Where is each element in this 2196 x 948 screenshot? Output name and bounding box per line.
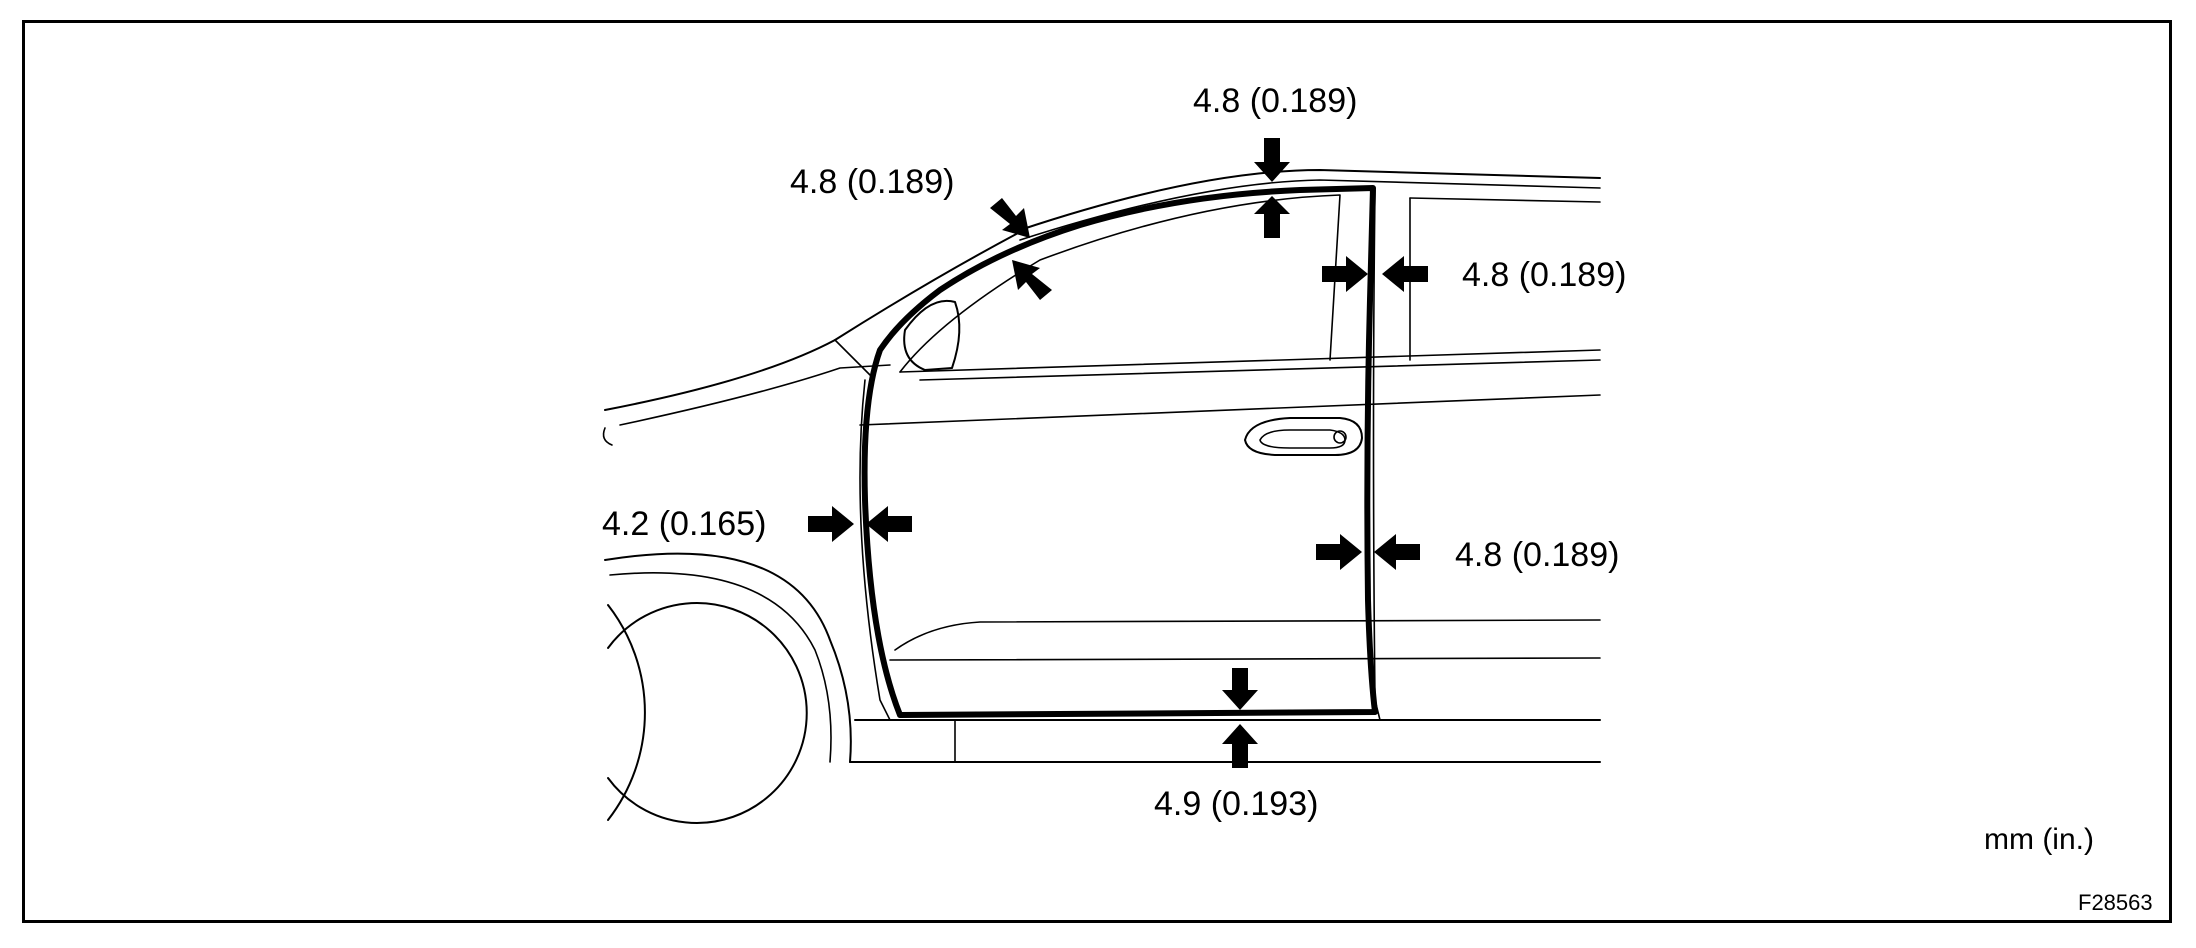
measurement-arrows	[808, 138, 1428, 768]
a-pillar-arrow-in	[990, 198, 1030, 238]
label-front-edge: 4.2 (0.165)	[602, 505, 766, 543]
belt-line	[899, 349, 1601, 373]
diagram-frame	[22, 20, 2172, 923]
door-handle-recess	[1259, 429, 1346, 449]
figure-code: F28563	[2078, 890, 2153, 915]
cowl-line	[834, 339, 871, 376]
hood-line	[604, 339, 836, 411]
wheel-arch-inner	[609, 572, 832, 763]
door-lock-cylinder	[1333, 430, 1347, 444]
bottom-arrow-up	[1222, 724, 1258, 768]
label-rear-edge: 4.8 (0.189)	[1455, 536, 1619, 574]
wheel-arch	[604, 552, 852, 763]
side-mirror	[903, 299, 961, 371]
label-roof-top: 4.8 (0.189)	[1193, 82, 1357, 120]
rear-arrow-right	[1316, 534, 1362, 570]
front-arrow-right	[808, 506, 854, 542]
bottom-arrow-down	[1222, 668, 1258, 710]
a-pillar-arrow-out	[1012, 260, 1052, 300]
car-body	[602, 169, 1601, 824]
front-arrow-left	[866, 506, 912, 542]
rear-arrow-left	[1374, 534, 1420, 570]
label-a-pillar-upper: 4.8 (0.189)	[790, 163, 954, 201]
front-wheel-rim	[607, 602, 808, 824]
roof-inner-line	[1019, 179, 1601, 241]
headlight-edge	[602, 427, 613, 446]
units-label: mm (in.)	[1984, 823, 2094, 856]
door-weatherstrip	[861, 185, 1378, 718]
label-bottom-edge: 4.9 (0.193)	[1154, 785, 1318, 823]
label-b-pillar-upper: 4.8 (0.189)	[1462, 256, 1626, 294]
lower-door-line	[894, 619, 1601, 651]
roof-outer-line	[1019, 169, 1601, 231]
hood-line-lower	[619, 364, 891, 426]
b-pillar-arrow-right	[1322, 256, 1368, 292]
front-fender-edge	[859, 379, 891, 721]
character-line	[859, 394, 1601, 426]
lower-door-line-2	[889, 657, 1601, 661]
b-pillar-arrow-left	[1382, 256, 1428, 292]
b-pillar-edge	[1372, 189, 1381, 721]
windshield-line	[834, 231, 1021, 341]
roof-arrow-down	[1254, 138, 1290, 182]
front-tire	[607, 604, 646, 821]
belt-line-lower	[919, 359, 1601, 381]
rear-window-top	[1409, 197, 1601, 203]
door-handle	[1244, 417, 1363, 456]
roof-arrow-up	[1254, 196, 1290, 238]
